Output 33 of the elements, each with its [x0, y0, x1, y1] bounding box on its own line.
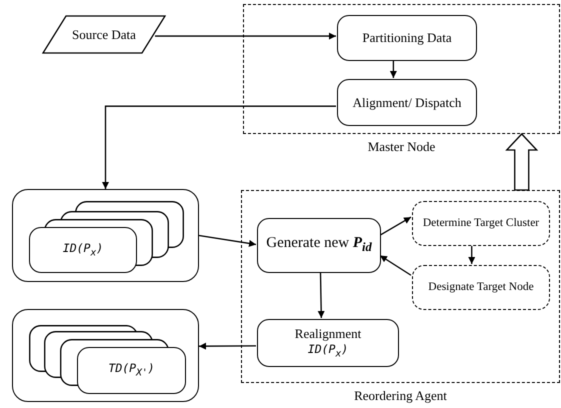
node-label: Alignment/ Dispatch	[352, 96, 462, 110]
node-label: Determine Target Cluster	[422, 217, 540, 230]
arrow	[198, 234, 256, 247]
node-label: ID(P$_{x}$)	[306, 343, 350, 360]
process-box	[77, 347, 186, 394]
arrow	[380, 254, 412, 276]
arrow	[318, 272, 325, 318]
arrow	[154, 32, 336, 40]
node-label: ID(P$_{x}$)	[62, 242, 104, 258]
dashed-process-box	[412, 201, 550, 246]
stack-container	[12, 309, 199, 402]
node-label: Partitioning Data	[361, 31, 453, 45]
stack-container	[12, 189, 199, 282]
arrow	[102, 106, 336, 189]
dashed-process-box	[412, 265, 550, 310]
process-box	[337, 15, 477, 61]
block-arrow	[505, 133, 538, 191]
process-box	[257, 319, 399, 367]
node-label: Designate Target Node	[427, 281, 535, 294]
arrow	[468, 245, 476, 264]
node-label: Realignment	[294, 326, 362, 340]
process-box	[257, 218, 381, 273]
node-label: Generate new P$_{id}$	[265, 236, 373, 255]
region-heading: Reordering Agent	[353, 389, 448, 403]
region-heading: Master Node	[366, 140, 436, 154]
data-parallelogram	[42, 15, 166, 54]
arrow	[199, 342, 256, 350]
process-box	[29, 227, 137, 273]
node-label: Source Data	[71, 28, 137, 42]
process-box	[337, 79, 477, 126]
arrow	[380, 216, 412, 236]
node-label: TD(P$_{X'}$)	[107, 362, 156, 379]
arrow	[390, 60, 397, 78]
